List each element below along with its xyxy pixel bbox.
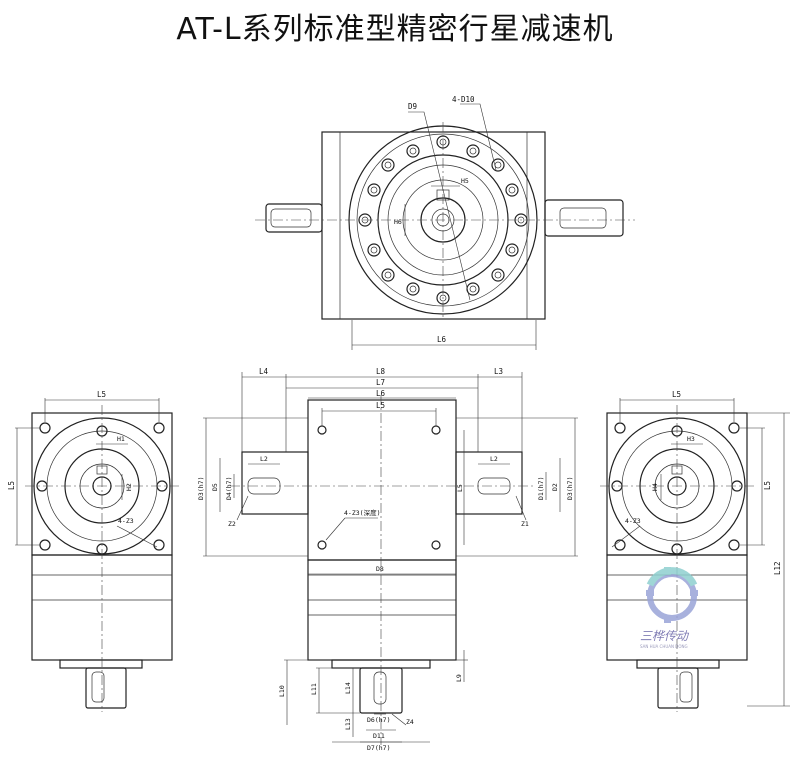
label-l13: L13 [344,718,352,730]
top-right-shaft [544,199,624,237]
left-view: L5 L5 H1 H2 4-Z3 [7,390,180,712]
label-l12: L12 [773,561,782,575]
label-l2-right: L2 [490,455,498,463]
label-d7: D7(h7) [367,744,390,752]
watermark-logo: 三桦传动 SAN HUA CHUAN DONG [640,567,698,649]
label-l8: L8 [376,367,386,376]
front-housing-upper [307,399,457,561]
label-l6-mid: L6 [376,389,386,398]
label-d2: D2 [551,483,559,491]
label-z3-left: 4-Z3 [118,517,134,525]
left-bolt-holes [36,422,168,555]
label-l5-mid: L5 [376,401,385,410]
label-l5-left: L5 [97,390,106,399]
right-view: L5 L5 H3 H4 4-Z3 L12 [600,390,790,712]
label-h2: H2 [125,483,133,491]
label-d5: D5 [211,483,219,491]
front-view: L4 L8 L3 L7 L6 L5 L2 L2 L5 D3(h7) D5 D4(… [197,367,578,752]
label-h6: H6 [394,218,402,226]
label-z3-mid: 4-Z3(深度) [344,508,380,517]
label-d9: D9 [408,102,417,111]
label-l5-right: L5 [672,390,681,399]
label-d3-left: D3(h7) [197,477,205,500]
label-d6: D6(h7) [367,716,390,724]
label-l5-left-vert: L5 [7,481,16,490]
label-d4: D4(h7) [225,477,233,500]
label-d8: D8 [376,565,384,573]
label-l10: L10 [278,685,286,697]
front-left-shaft-housing [241,451,309,515]
page-title: AT-L系列标准型精密行星减速机 [176,12,614,47]
left-output-shaft [85,667,127,709]
label-l7: L7 [376,378,385,387]
top-view: D9 4-D10 H5 H6 L6 [255,95,635,350]
label-l11: L11 [310,683,318,695]
label-z4: Z4 [406,718,414,726]
label-l14: L14 [344,682,352,694]
label-d11: D11 [373,732,385,740]
label-d3-right: D3(h7) [566,477,574,500]
label-h5: H5 [461,177,469,185]
front-right-shaft-housing [455,451,523,515]
top-left-shaft [265,203,323,233]
label-d10: 4-D10 [452,95,475,104]
label-h3: H3 [687,435,695,443]
label-l3: L3 [494,367,503,376]
watermark-brand: 三桦传动 [640,629,690,643]
right-output-shaft [657,667,699,709]
label-l2-left: L2 [260,455,268,463]
label-z2: Z2 [228,520,236,528]
label-l5-mid-vert: L5 [456,484,464,492]
label-d1: D1(h7) [537,477,545,500]
label-h4: H4 [651,483,659,491]
label-l4: L4 [259,367,269,376]
label-z1: Z1 [521,520,529,528]
label-h1: H1 [117,435,125,443]
label-z3-right: 4-Z3 [625,517,641,525]
watermark-sub: SAN HUA CHUAN DONG [640,644,688,649]
label-l6-top: L6 [437,335,447,344]
label-l9: L9 [455,674,463,682]
label-l5-right-vert: L5 [763,481,772,490]
